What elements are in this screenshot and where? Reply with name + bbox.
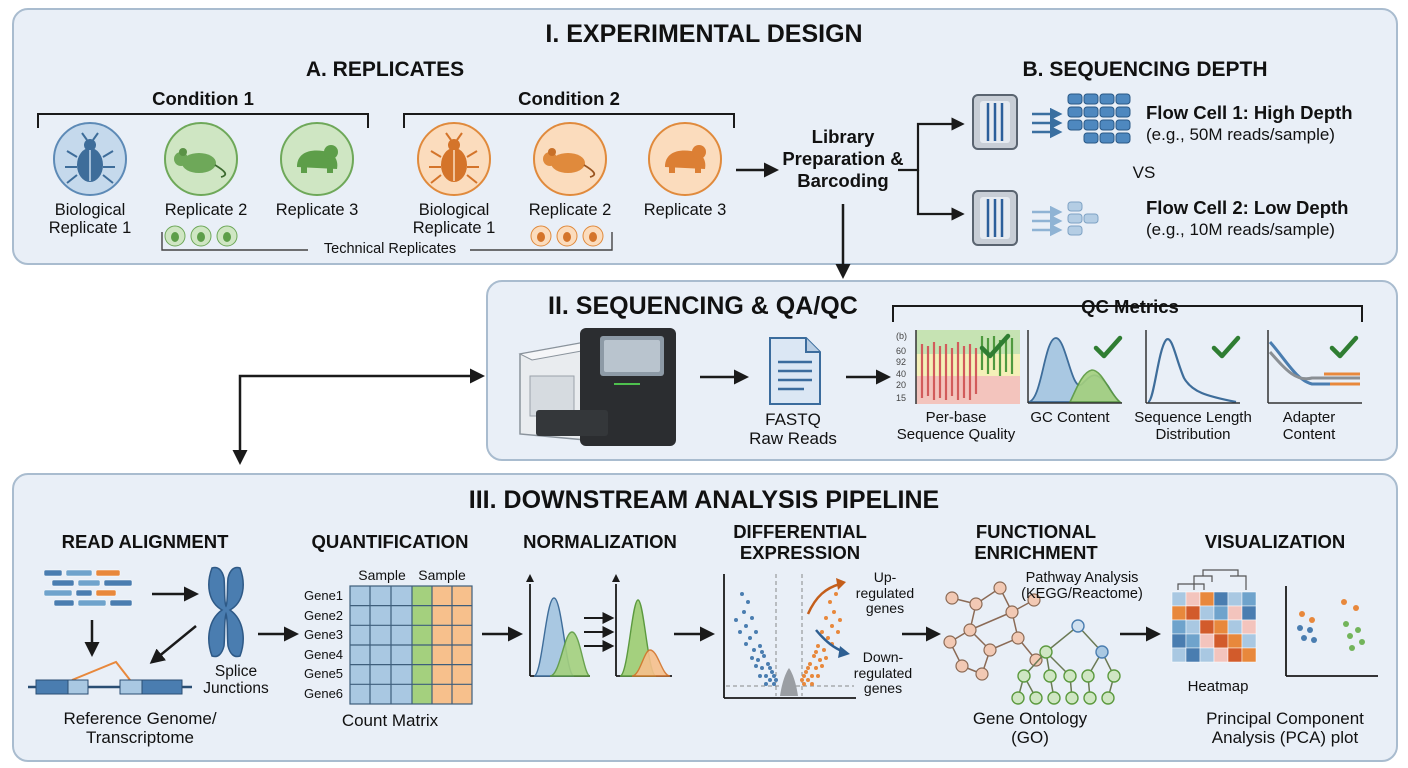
step-read-alignment: READ ALIGNMENT xyxy=(61,531,229,552)
step-quantification: QUANTIFICATION xyxy=(311,531,469,552)
splice-diagram xyxy=(28,660,192,695)
pathway-analysis-label: Pathway Analysis (KEGG/Reactome) xyxy=(1021,570,1143,603)
beetle-icon xyxy=(53,122,127,196)
c1-label-3: Replicate 3 xyxy=(275,201,359,219)
quality-tick: 60 xyxy=(896,346,907,356)
step-normalization: NORMALIZATION xyxy=(523,531,677,552)
technical-replicate-icons-green xyxy=(164,225,238,247)
upregulated-label: Up- regulated genes xyxy=(855,569,915,617)
rat-icon xyxy=(280,122,354,196)
qc-metrics-title: QC Metrics xyxy=(1081,296,1179,317)
gene-labels: Gene1 Gene2 Gene3 Gene4 Gene5 Gene6 xyxy=(304,588,350,705)
heatmap-icon xyxy=(1171,569,1257,663)
metric-label-gc: GC Content xyxy=(1030,409,1110,426)
section-2-title: II. SEQUENCING & QA/QC xyxy=(548,292,858,320)
c1-label-2: Replicate 2 xyxy=(164,201,248,219)
c1-label-1: Biological Replicate 1 xyxy=(48,201,132,238)
mouse-icon-orange xyxy=(533,122,607,196)
flow-cell-1-subtitle: (e.g., 50M reads/sample) xyxy=(1146,125,1335,144)
metric-label-length: Sequence Length Distribution xyxy=(1134,409,1252,443)
splice-junctions-label: Splice Junctions xyxy=(203,663,269,698)
gene-label: Gene4 xyxy=(304,646,344,662)
metric-label-adapter: Adapter Content xyxy=(1282,409,1336,443)
downregulated-label: Down- regulated genes xyxy=(853,649,913,697)
alignment-arrows xyxy=(84,586,199,664)
vs-label: VS xyxy=(1132,163,1156,182)
volcano-plot xyxy=(723,574,856,699)
pca-label: Principal Component Analysis (PCA) plot xyxy=(1206,709,1364,748)
flow-cell-1-title: Flow Cell 1: High Depth xyxy=(1146,102,1353,123)
low-depth-reads-icon xyxy=(1032,201,1099,237)
per-base-quality-chart xyxy=(915,330,1020,404)
library-preparation-label: Library Preparation & Barcoding xyxy=(782,126,904,192)
section-downstream-panel xyxy=(12,473,1398,762)
quality-tick: (b) xyxy=(896,331,907,341)
reference-genome-label: Reference Genome/ Transcriptome xyxy=(63,709,217,748)
rat-icon-orange xyxy=(648,122,722,196)
reads-icon xyxy=(43,569,133,607)
pca-plot-icon xyxy=(1285,586,1378,677)
step-visualization: VISUALIZATION xyxy=(1204,531,1346,552)
gene-label: Gene3 xyxy=(304,627,344,642)
count-matrix-label: Count Matrix xyxy=(341,711,439,730)
technical-replicates-label: Technical Replicates xyxy=(323,241,457,257)
section-3-title: III. DOWNSTREAM ANALYSIS PIPELINE xyxy=(468,486,940,514)
fastq-file-icon xyxy=(769,337,821,405)
condition-1-label: Condition 1 xyxy=(152,88,254,109)
gene-label: Gene1 xyxy=(304,588,344,603)
flow-cell-2-subtitle: (e.g., 10M reads/sample) xyxy=(1146,220,1335,239)
go-tree-icon xyxy=(1011,619,1121,705)
replicates-title: A. REPLICATES xyxy=(305,58,465,81)
flow-cell-1-icon xyxy=(972,94,1018,150)
beetle-icon-orange xyxy=(417,122,491,196)
heatmap-label: Heatmap xyxy=(1187,678,1249,695)
c2-label-1: Biological Replicate 1 xyxy=(412,201,496,238)
mouse-icon xyxy=(164,122,238,196)
quality-tick: 15 xyxy=(896,393,907,403)
count-matrix-grid xyxy=(349,585,473,705)
high-depth-reads-icon xyxy=(1032,93,1131,144)
step-functional-enrichment: FUNCTIONAL ENRICHMENT xyxy=(974,521,1098,563)
condition-2-label: Condition 2 xyxy=(518,88,620,109)
quality-tick: 92 xyxy=(896,357,907,367)
gene-label: Gene5 xyxy=(304,666,344,681)
gene-label: Gene2 xyxy=(304,607,344,623)
flow-cell-2-title: Flow Cell 2: Low Depth xyxy=(1146,197,1349,218)
c2-label-2: Replicate 2 xyxy=(528,201,612,219)
flow-cell-2-icon xyxy=(972,190,1018,246)
sample-header-1: Sample xyxy=(358,567,406,583)
technical-replicate-icons-orange xyxy=(530,225,604,247)
network-graph-icon xyxy=(943,581,1043,681)
sample-header-2: Sample xyxy=(418,567,466,583)
metric-label-quality: Per-base Sequence Quality xyxy=(896,409,1016,443)
sequencer-icon xyxy=(518,328,676,446)
quality-tick: 20 xyxy=(896,380,907,390)
adapter-content-chart xyxy=(1267,330,1362,404)
gene-label: Gene6 xyxy=(304,685,344,701)
gene-ontology-label: Gene Ontology (GO) xyxy=(972,709,1088,748)
fastq-label: FASTQ Raw Reads xyxy=(749,410,837,449)
step-differential-expression: DIFFERENTIAL EXPRESSION xyxy=(733,521,867,563)
gc-content-chart xyxy=(1027,330,1123,404)
c2-label-3: Replicate 3 xyxy=(643,201,727,219)
sequencing-depth-title: B. SEQUENCING DEPTH xyxy=(1022,58,1268,81)
section-1-title: I. EXPERIMENTAL DESIGN xyxy=(545,20,863,48)
sequence-length-chart xyxy=(1145,330,1241,404)
normalization-chart xyxy=(526,574,672,677)
chromosome-icon xyxy=(208,566,244,658)
quality-tick: 40 xyxy=(896,369,907,379)
